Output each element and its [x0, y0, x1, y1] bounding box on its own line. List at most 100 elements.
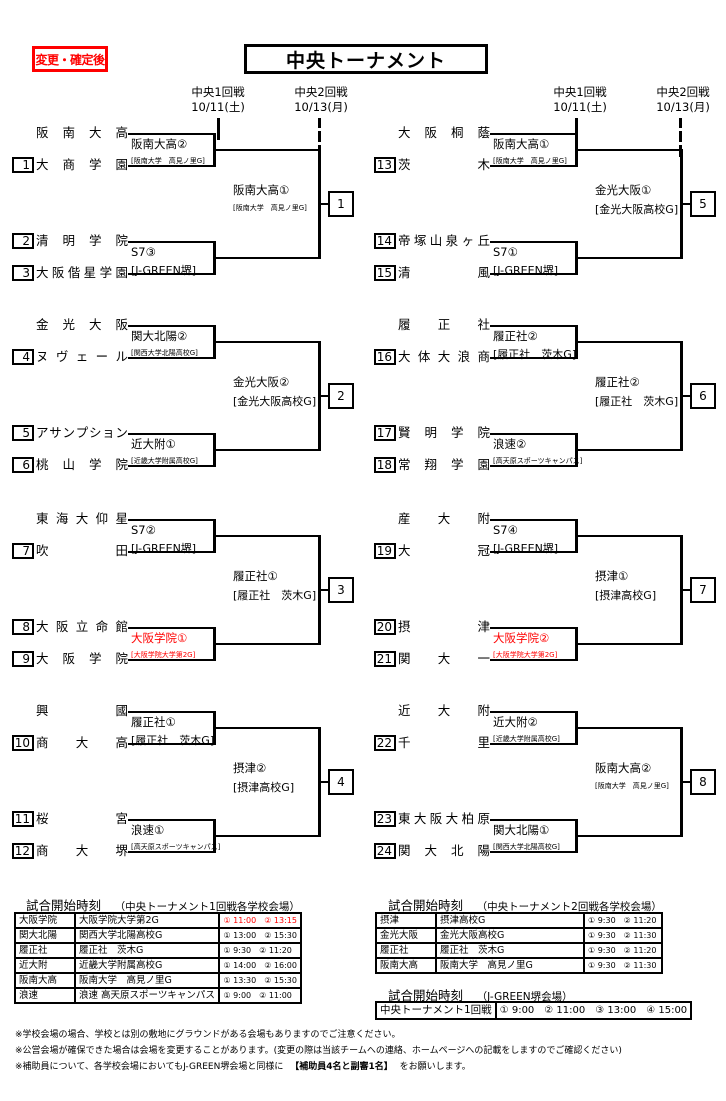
team-name-char: 木 [477, 157, 490, 172]
team-name-char: 冠 [477, 543, 490, 558]
team-name-char: 大 [36, 265, 49, 280]
team-name-char: 阪 [36, 125, 49, 140]
team-name-char: 津 [477, 619, 490, 634]
team-name-char: 東 [36, 511, 49, 526]
team-name-char: 東 [398, 811, 411, 826]
team-name: 関大一 [398, 651, 490, 667]
seed-number-box: 2 [12, 233, 34, 249]
round-header-left-r2: 中央2回戦 10/13(月) [281, 85, 361, 115]
schedule-school: 履正社 [375, 942, 437, 959]
team-entry: 大阪桐蔭 [362, 125, 492, 141]
team-name: 大阪立命館 [36, 619, 128, 635]
team-name-char: 桜 [36, 811, 49, 826]
team-name-char: 山 [62, 457, 75, 472]
team-name-char: 阪 [55, 619, 69, 634]
team-name-char: 履 [398, 317, 411, 332]
team-name-char: 蔭 [477, 125, 490, 140]
r2-venue-detail: [金光大阪高校G] [233, 395, 317, 408]
round-date: 10/11(土) [553, 100, 607, 114]
r1-venue: 阪南大高② [131, 137, 188, 151]
r2-venue: 摂津① [595, 569, 629, 583]
team-name-char: 大 [437, 651, 451, 666]
r1-match-venue: 関大北陽①[関西大学北陽高校G] [493, 823, 577, 852]
bracket-line [575, 643, 680, 645]
r1-match-venue: S7③[J-GREEN堺] [131, 245, 215, 278]
bracket-line [680, 589, 690, 591]
seed-number-box: 4 [12, 349, 34, 365]
team-name-char: 大 [36, 651, 49, 666]
team-name-char: 大 [445, 811, 459, 826]
schedule-school: 金光大阪 [375, 927, 437, 944]
schedule-school: 阪南大高 [375, 957, 437, 974]
team-name-char: 阪 [115, 317, 128, 332]
schedule-times: ① 9:00 ② 11:00 [218, 987, 302, 1004]
team-name-char: 泉 [445, 233, 459, 248]
schedule-venue: 阪南大学 高見ノ里G [435, 957, 585, 974]
team-name-char: 浪 [457, 349, 471, 364]
r2-venue: 履正社① [233, 569, 278, 583]
team-name-char: 帝 [398, 233, 411, 248]
team-name-char: 金 [36, 317, 49, 332]
team-entry: 阪南大高 [0, 125, 130, 141]
team-name-char: 宮 [115, 811, 128, 826]
bracket-line [128, 165, 213, 167]
bracket-line [128, 133, 213, 135]
jgreen-times: ① 9:00 ② 11:00 ③ 13:00 ④ 15:00 [494, 1001, 693, 1020]
team-name-char: 大 [398, 349, 411, 364]
r1-venue: 阪南大高① [493, 137, 550, 151]
seed-number-box: 21 [374, 651, 396, 667]
team-name-char: 北 [450, 843, 464, 858]
r1-venue: S7④ [493, 523, 518, 537]
r1-venue: 大阪学院② [493, 631, 550, 645]
team-name-char: 大 [437, 703, 451, 718]
r2-match-venue: 摂津①[摂津高校G] [595, 569, 685, 603]
team-name: 桃山学院 [36, 457, 128, 473]
bracket-line [575, 449, 680, 451]
team-name: 商大堺 [36, 843, 128, 859]
r1-venue-detail: [大阪学院大学第2G] [131, 651, 196, 659]
bracket-line [213, 449, 318, 451]
r1-venue-detail: [高天原スポーツキャンパス] [493, 457, 583, 465]
bracket-line [318, 395, 328, 397]
seed-number-box: 13 [374, 157, 396, 173]
schedule-venue: 履正社 茨木G [435, 942, 585, 959]
team-entry: 興國 [0, 703, 130, 719]
bracket-line [128, 325, 213, 327]
r2-match-venue: 摂津②[摂津高校G] [233, 761, 323, 795]
team-name: 清風 [398, 265, 490, 281]
team-name-char: 院 [115, 233, 128, 248]
bracket-line [490, 711, 575, 713]
bracket-line [213, 727, 318, 729]
schedule-school: 関大北陽 [14, 927, 76, 944]
team-name-char: 院 [477, 425, 490, 440]
r1-venue: 近大附① [131, 437, 176, 451]
team-name-char: 関 [398, 843, 411, 858]
bracket-line [128, 711, 213, 713]
bracket-line [575, 341, 680, 343]
team-name-char: 近 [398, 703, 411, 718]
bracket-line [128, 659, 213, 661]
team-name-char: 関 [398, 651, 411, 666]
connector-line [318, 118, 321, 128]
team-name-char: 学 [88, 651, 102, 666]
bracket-line [128, 433, 213, 435]
connector-line [575, 118, 578, 140]
team-name-char: 学 [450, 425, 464, 440]
block-number-box: 8 [690, 769, 716, 795]
r2-venue-detail: [履正社 茨木G] [595, 395, 679, 408]
schedule-title: 試合開始時刻 [26, 898, 102, 913]
schedule-venue: 摂津高校G [435, 912, 585, 929]
r2-match-venue: 金光大阪①[金光大阪高校G] [595, 183, 685, 217]
bracket-line [575, 535, 680, 537]
schedule-title: 試合開始時刻 [388, 988, 464, 1003]
team-name: 清明学院 [36, 233, 128, 249]
team-name-char: 正 [437, 317, 451, 332]
schedule-subtitle: （中央トーナメント2回戦各学校会場） [476, 901, 662, 913]
r1-venue-detail: [J-GREEN堺] [493, 264, 559, 277]
schedule-times: ① 9:30 ② 11:20 [583, 912, 663, 929]
